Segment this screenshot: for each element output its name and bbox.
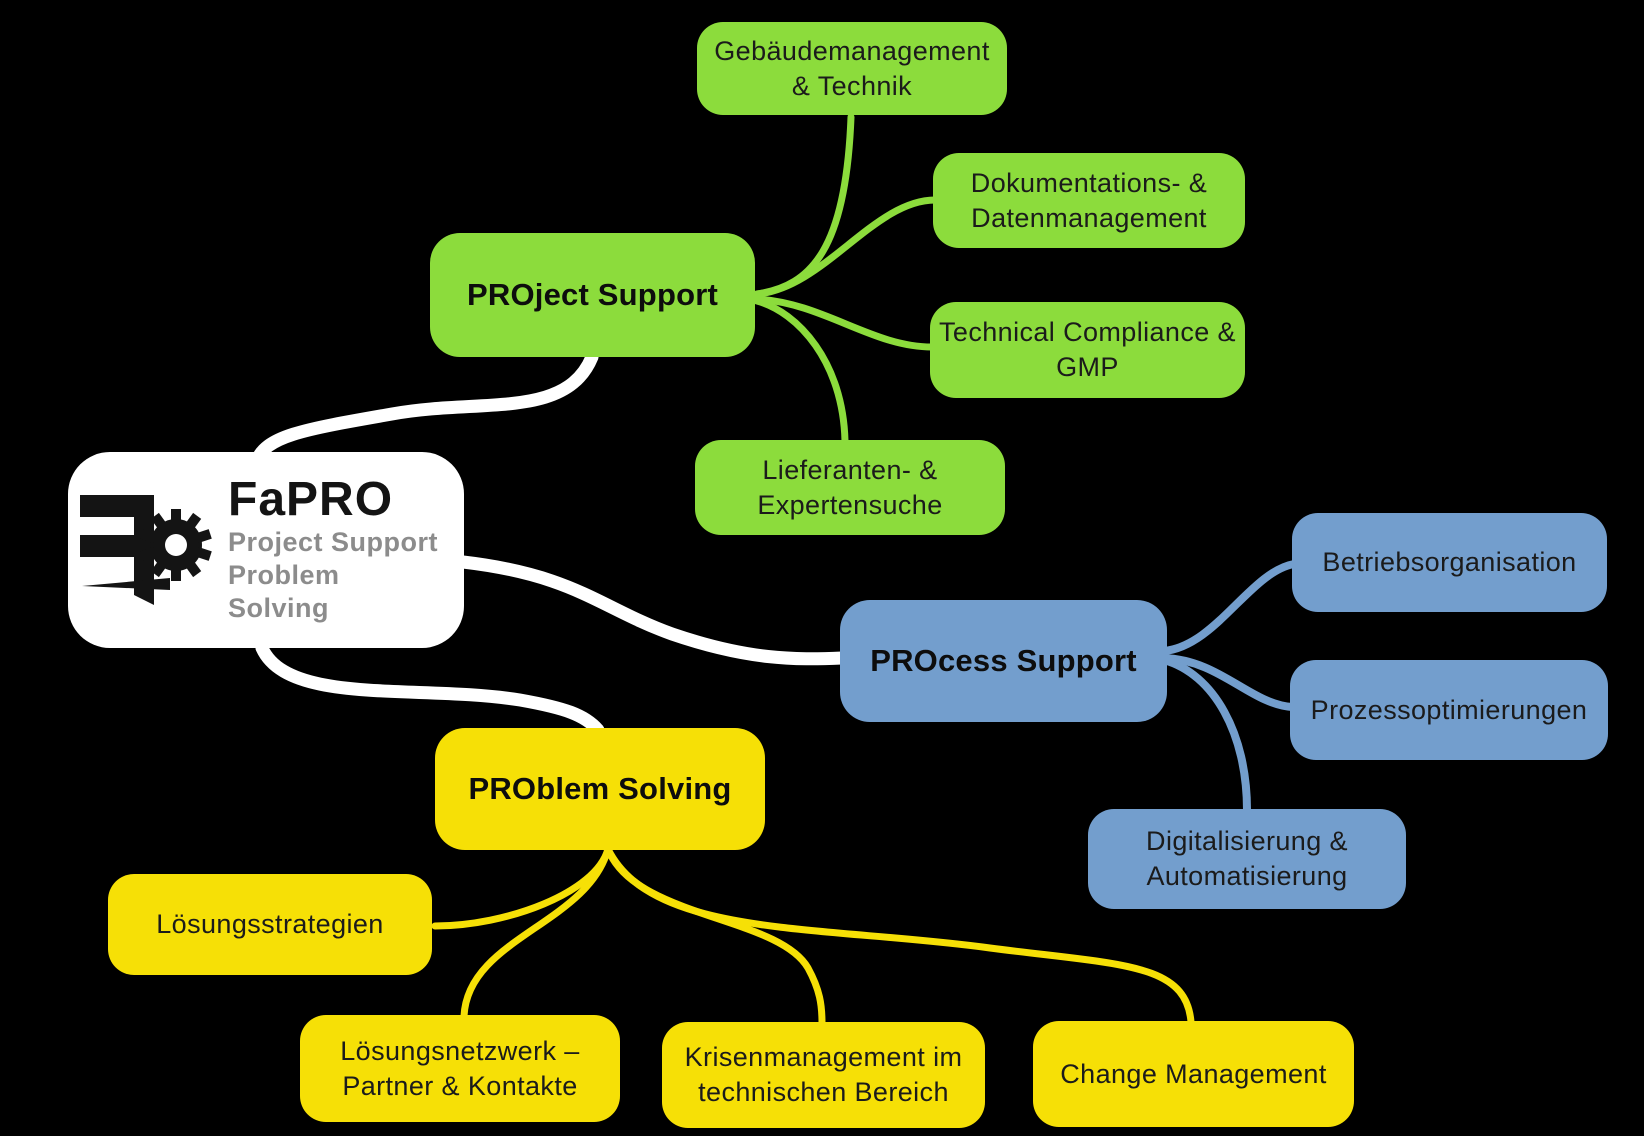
child-node-loesungsnetzwerk-partner-kontakte: Lösungsnetzwerk – Partner & Kontakte: [300, 1015, 620, 1122]
child-node-krisenmanagement-technischer-bereich: Krisenmanagement im technischen Bereich: [662, 1022, 985, 1128]
branch-label-problem-solving: PROblem Solving: [468, 771, 732, 807]
child-label-change-management: Change Management: [1060, 1058, 1327, 1089]
connector-project-to-dokumentations: [753, 196, 939, 298]
fapro-gear-logo-icon: [80, 495, 212, 605]
child-node-gebaeudemanagement-technik: Gebäudemanagement & Technik: [697, 22, 1007, 115]
connector-problem-to-change-management: [604, 845, 1195, 1026]
fapro-logo-text: FaPRO Project Support Problem Solving: [228, 473, 446, 624]
child-node-digitalisierung-automatisierung: Digitalisierung & Automatisierung: [1088, 809, 1406, 909]
fapro-root-card: FaPRO Project Support Problem Solving: [68, 452, 464, 648]
child-node-lieferanten-expertensuche: Lieferanten- & Expertensuche: [695, 440, 1005, 535]
child-node-change-management: Change Management: [1033, 1021, 1354, 1127]
child-label-dokumentations-datenmanagement: Dokumentations- & Datenmanagement: [970, 167, 1208, 233]
child-label-digitalisierung-automatisierung: Digitalisierung & Automatisierung: [1146, 826, 1348, 891]
connector-root-to-process: [456, 555, 849, 666]
connector-root-to-project: [249, 350, 599, 469]
branch-node-process-support: PROcess Support: [840, 600, 1167, 722]
child-label-prozessoptimierungen: Prozessoptimierungen: [1310, 694, 1588, 725]
branch-label-process-support: PROcess Support: [870, 643, 1137, 679]
connector-problem-to-loesungsnetzwerk: [460, 845, 612, 1020]
connector-process-to-betriebsorganisation: [1160, 560, 1298, 655]
child-label-loesungsnetzwerk-partner-kontakte: Lösungsnetzwerk – Partner & Kontakte: [340, 1035, 580, 1101]
connector-root-to-problem: [255, 641, 605, 737]
child-node-technical-compliance-gmp: Technical Compliance & GMP: [930, 302, 1245, 398]
branch-node-project-support: PROject Support: [430, 233, 755, 357]
logo-subtitle-line1: Project Support: [228, 526, 439, 557]
connector-problem-to-krisenmanagement: [604, 845, 826, 1027]
connector-project-to-technical-compliance: [753, 295, 936, 351]
connector-project-to-lieferanten: [753, 297, 849, 445]
child-node-prozessoptimierungen: Prozessoptimierungen: [1290, 660, 1608, 760]
logo-subtitle-line2: Problem Solving: [228, 559, 340, 623]
branch-label-project-support: PROject Support: [466, 277, 718, 313]
logo-title: FaPRO: [228, 473, 394, 527]
child-label-gebaeudemanagement-technik: Gebäudemanagement & Technik: [714, 35, 990, 101]
child-label-loesungsstrategien: Lösungsstrategien: [156, 909, 384, 940]
child-node-loesungsstrategien: Lösungsstrategien: [108, 874, 432, 975]
connector-project-to-gebaeudemanagement: [753, 113, 855, 298]
child-label-lieferanten-expertensuche: Lieferanten- & Expertensuche: [757, 454, 943, 520]
connector-process-to-prozessoptimierungen: [1160, 654, 1296, 711]
child-label-betriebsorganisation: Betriebsorganisation: [1322, 547, 1577, 578]
child-label-krisenmanagement-technischer-bereich: Krisenmanagement im technischen Bereich: [684, 1042, 963, 1107]
child-label-technical-compliance-gmp: Technical Compliance & GMP: [939, 317, 1236, 382]
child-node-betriebsorganisation: Betriebsorganisation: [1292, 513, 1607, 612]
branch-node-problem-solving: PROblem Solving: [435, 728, 765, 850]
child-node-dokumentations-datenmanagement: Dokumentations- & Datenmanagement: [933, 153, 1245, 248]
connector-process-to-digitalisierung: [1160, 656, 1251, 814]
